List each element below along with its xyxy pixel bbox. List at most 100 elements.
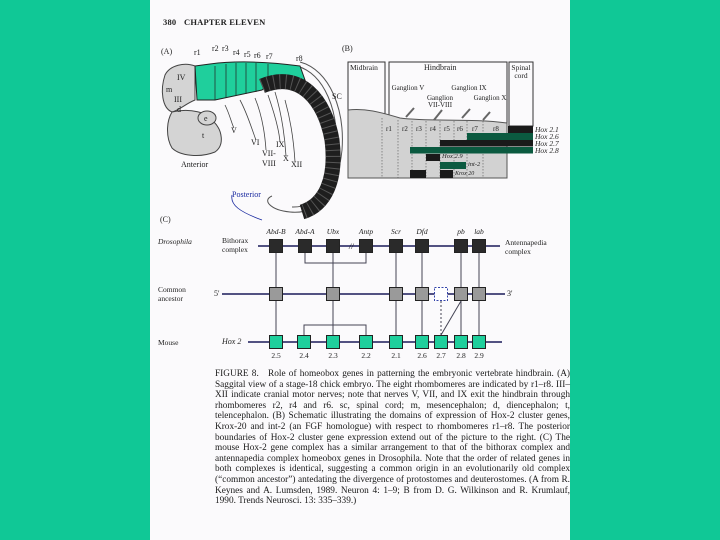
five-prime-label: 5' [214,289,220,298]
mouse-gene-box [472,335,486,349]
nerve-label: XII [291,160,303,169]
ancestor-gene-box [472,287,486,301]
rhombomere-label: r2 [212,44,219,53]
nerve-label: VIII [262,159,276,168]
gene-label: Hox 2.1 [535,125,559,134]
gene-label: 2.2 [361,351,371,360]
bar-hox-2-7 [440,140,533,147]
rhombomere-label: r6 [254,51,261,60]
gene-label: Dfd [416,227,428,236]
ganglion-label: Ganglion V [391,84,425,92]
rhombomere-label: r8 [493,125,499,133]
gene-label: 2.3 [328,351,338,360]
nerve-label: VI [251,138,260,147]
gene-complex-diagram: // [222,239,505,349]
gene-label: Krox 20 [455,171,475,177]
gene-label: Abd-A [295,227,315,236]
ancestor-gene-box [326,287,340,301]
posterior-label: Posterior [232,190,261,199]
page-number: 380 [163,17,177,27]
gene-label: 2.6 [417,351,427,360]
chapter-title: CHAPTER ELEVEN [184,17,266,27]
rhombomere-label: r1 [386,125,392,133]
panel-b-label: (B) [342,44,353,53]
mouse-gene-box [454,335,468,349]
ganglion-label: Ganglion IX [451,84,487,92]
rhombomere-label: r5 [444,125,450,133]
break-mark: // [348,242,354,251]
rhombomere-label: r7 [472,125,478,133]
mouse-gene-box [326,335,340,349]
ganglion-label: Ganglion VII-VIII [426,94,454,109]
brain-label: d [177,105,181,114]
gene-label: 2.8 [456,351,466,360]
caption-title: FIGURE 8. [215,369,259,379]
brain-label: m [166,85,173,94]
bar-krox-20-b [440,170,453,178]
ancestor-gene-box [415,287,429,301]
ancestor-gene-box [454,287,468,301]
gene-label: Scr [391,227,401,236]
gene-label: Abd-B [266,227,286,236]
caption-text: Role of homeobox genes in patterning the… [215,369,571,507]
gene-label: Ubx [326,227,340,236]
gene-label: int-2 [468,161,481,168]
bar-hox-2-9 [426,154,440,161]
panel-a-label: (A) [161,47,173,56]
rhombomere-label: r8 [296,54,303,63]
gene-label: 2.1 [391,351,401,360]
gene-label: lab [474,227,484,236]
mouse-gene-box [434,335,448,349]
row-label-common-ancestor: Common ancestor [158,285,186,303]
rhombomere-label: r7 [266,52,273,61]
nerve-label: V [231,126,237,135]
gene-label: Hox 2.9 [442,153,463,160]
rhombomere-label: r6 [457,125,463,133]
hindbrain-schematic [347,61,534,179]
bar-hox-2-1 [508,126,533,133]
region-spinal-cord: Spinal cord [511,63,531,80]
mouse-gene-box [415,335,429,349]
bithorax-complex-label: Bithorax complex [222,236,249,254]
mouse-gene-box [297,335,311,349]
region-hindbrain: Hindbrain [424,63,457,72]
spinal-cord-label: SC [332,92,342,101]
gene-label: 2.9 [474,351,484,360]
drosophila-gene-box [454,239,468,253]
drosophila-gene-box [326,239,340,253]
rhombomere-label: r3 [222,44,229,53]
rhombomere-label: r3 [416,125,422,133]
gene-label: 2.4 [299,351,309,360]
row-label-drosophila: Drosophila [158,237,192,246]
gene-label: Antp [358,227,374,236]
mouse-gene-box [359,335,373,349]
gene-label: Hox 2.7 [535,139,559,148]
brain-label: III [174,95,182,104]
rhombomere-label: r4 [233,48,240,57]
nerve-label: X [283,154,289,163]
hox2-label: Hox 2 [222,337,242,346]
drosophila-gene-box [359,239,373,253]
ancestor-gene-box [269,287,283,301]
nerve-label: IX [276,140,285,149]
gene-label: Hox 2.8 [535,146,559,155]
bar-krox-20-a [410,170,426,178]
brain-label: t [202,131,205,140]
bar-hox-2-6 [467,133,533,140]
rhombomere-label: r5 [244,50,251,59]
bar-hox-2-8 [410,147,533,154]
gene-label: Hox 2.6 [535,132,559,141]
connector-line [440,300,462,336]
ganglion-label: Ganglion X [473,94,507,102]
anterior-label: Anterior [181,160,209,169]
ancestor-gene-box [389,287,403,301]
gene-label: 2.7 [436,351,446,360]
embryo-drawing [161,61,343,221]
drosophila-gene-box [472,239,486,253]
row-label-mouse: Mouse [158,338,179,347]
gene-label: pb [457,227,465,236]
drosophila-gene-box [269,239,283,253]
mouse-gene-box [389,335,403,349]
region-midbrain: Midbrain [350,63,378,72]
